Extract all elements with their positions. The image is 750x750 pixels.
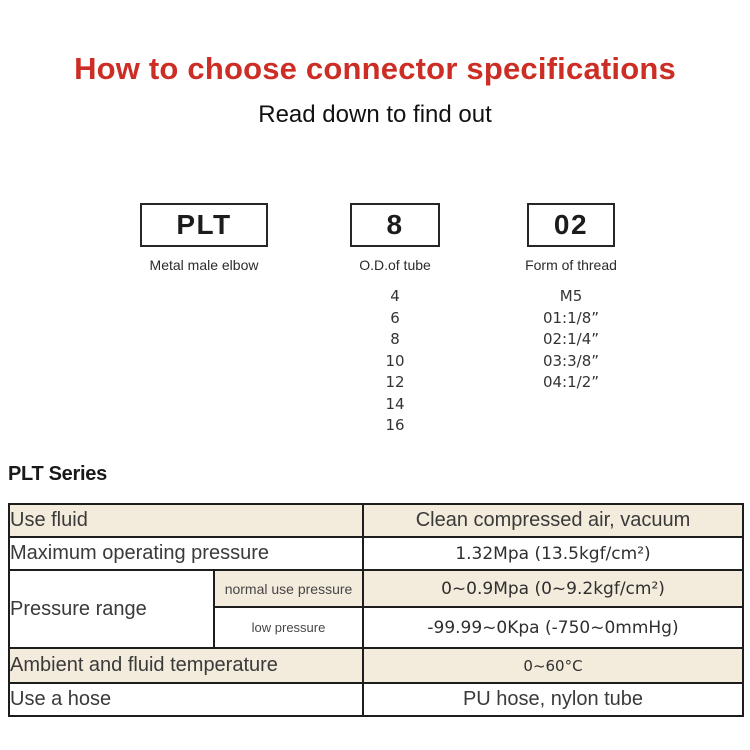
tube-od-code-box: 8 (350, 203, 440, 247)
table-row-use-fluid: Use fluid Clean compressed air, vacuum (8, 503, 744, 538)
row-value-normal-pressure: 0~0.9Mpa (0~9.2kgf/cm²) (362, 569, 744, 608)
tube-od-option: 10 (385, 351, 405, 370)
thread-code: 02 (553, 209, 589, 240)
series-heading: PLT Series (8, 463, 107, 485)
tube-od-option: 16 (385, 416, 405, 434)
tube-od-option: 8 (390, 330, 400, 348)
model-code-box: PLT (140, 203, 268, 247)
page-subtitle: Read down to find out (258, 101, 492, 128)
row-label-temperature: Ambient and fluid temperature (8, 647, 364, 684)
table-row-max-pressure: Maximum operating pressure 1.32Mpa (13.5… (8, 536, 744, 571)
tube-od-code-label: O.D.of tube (359, 257, 431, 273)
thread-option: 02:1/4” (542, 330, 600, 348)
table-row-temperature: Ambient and fluid temperature 0~60°C (8, 647, 744, 684)
table-row-hose: Use a hose PU hose, nylon tube (8, 682, 744, 717)
table-row-normal-pressure: Pressure range normal use pressure 0~0.9… (8, 569, 744, 649)
table-row-low-pressure: low pressure -99.99~0Kpa (-750~0mmHg) (9, 606, 744, 649)
selector-column-tube-od: 8 O.D.of tube 4 6 8 10 12 14 16 (310, 203, 480, 437)
row-value-low-pressure: -99.99~0Kpa (-750~0mmHg) (362, 606, 744, 649)
selector-column-thread: 02 Form of thread M5 01:1/8” 02:1/4” 03:… (486, 203, 656, 394)
thread-option: 03:3/8” (542, 351, 600, 370)
sub-label-low-pressure: low pressure (213, 606, 364, 649)
thread-option: 04:1/2” (542, 373, 600, 391)
tube-od-option: 6 (390, 308, 400, 327)
spec-table: Use fluid Clean compressed air, vacuum M… (8, 503, 744, 717)
row-label-max-pressure: Maximum operating pressure (8, 536, 364, 571)
tube-od-option: 14 (385, 394, 405, 413)
row-label-hose: Use a hose (8, 682, 364, 717)
selector-column-model: PLT Metal male elbow (120, 203, 288, 273)
sub-label-normal-pressure: normal use pressure (213, 569, 364, 608)
row-label-pressure-range: Pressure range (8, 569, 215, 649)
thread-code-box: 02 (527, 203, 615, 247)
thread-option: 01:1/8” (542, 308, 600, 327)
row-value-use-fluid: Clean compressed air, vacuum (362, 503, 744, 538)
row-label-use-fluid: Use fluid (8, 503, 364, 538)
model-code: PLT (176, 209, 232, 240)
row-value-hose: PU hose, nylon tube (362, 682, 744, 717)
tube-od-option: 12 (385, 373, 405, 391)
thread-code-label: Form of thread (525, 257, 617, 273)
model-code-label: Metal male elbow (149, 257, 259, 273)
row-value-temperature: 0~60°C (362, 647, 744, 684)
thread-options: M5 01:1/8” 02:1/4” 03:3/8” 04:1/2” (486, 286, 656, 394)
tube-od-code: 8 (386, 209, 404, 240)
tube-od-options: 4 6 8 10 12 14 16 (310, 286, 480, 437)
thread-option: M5 (559, 287, 583, 305)
row-value-max-pressure: 1.32Mpa (13.5kgf/cm²) (362, 536, 744, 571)
tube-od-option: 4 (390, 287, 400, 305)
page-title: How to choose connector specifications (74, 51, 676, 86)
